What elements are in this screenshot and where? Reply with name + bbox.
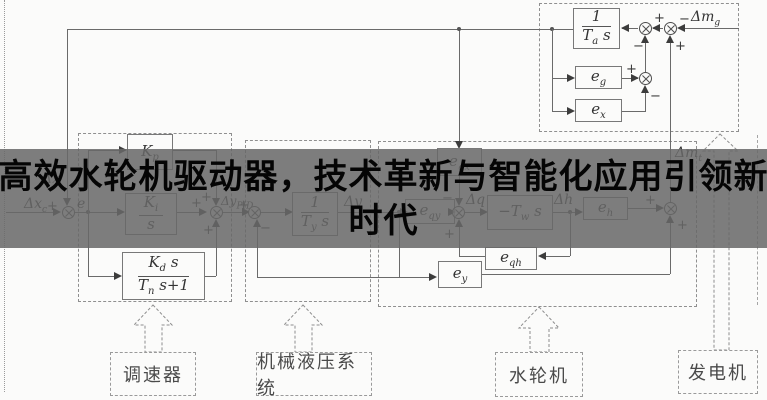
branch-dot xyxy=(457,27,461,31)
wire xyxy=(552,78,567,79)
generator-section-frame xyxy=(539,3,739,132)
wire xyxy=(216,226,217,276)
plus-sign: + xyxy=(675,39,686,54)
wire xyxy=(622,78,638,79)
wire xyxy=(257,226,258,277)
wire xyxy=(482,274,670,275)
wire xyxy=(685,28,739,29)
plate-text: 调速器 xyxy=(123,365,183,385)
wire xyxy=(622,28,638,29)
minus-sign: − xyxy=(650,89,661,104)
ex-block: ex xyxy=(575,99,622,122)
wire xyxy=(88,276,115,277)
wire xyxy=(645,89,646,111)
wire xyxy=(257,277,433,278)
wire xyxy=(459,256,485,257)
arrowhead xyxy=(455,141,463,149)
summing-junction xyxy=(664,22,677,35)
title-banner: 高效水轮机驱动器，技术革新与智能化应用引领新 时代 xyxy=(0,149,767,248)
eqh-block: eqh xyxy=(485,247,537,270)
minus-sign: − xyxy=(679,12,690,27)
arrowhead xyxy=(567,74,575,82)
arrowhead xyxy=(677,24,685,32)
up-arrow-icon xyxy=(282,304,324,353)
arrowhead xyxy=(538,252,546,260)
eg-block: eg xyxy=(575,66,622,89)
arrowhead xyxy=(641,85,649,93)
wire xyxy=(670,222,671,274)
wire xyxy=(552,29,553,111)
up-arrow-icon xyxy=(517,306,561,353)
plus-sign: + xyxy=(654,11,665,26)
turbine-plate: 水轮机 xyxy=(495,352,583,397)
ey-block: ey xyxy=(438,261,482,288)
arrowhead xyxy=(621,24,629,32)
wire xyxy=(205,276,216,277)
arrowhead xyxy=(666,35,674,43)
wire xyxy=(622,111,646,112)
arrowhead xyxy=(114,272,122,280)
up-arrow-icon xyxy=(132,304,174,353)
governor-plate: 调速器 xyxy=(110,352,196,396)
generator-plate: 发电机 xyxy=(678,350,758,394)
arrowhead xyxy=(652,24,660,32)
plus-sign: + xyxy=(626,62,637,77)
block-text: ex xyxy=(591,100,606,121)
load-disturbance-label: Δmg xyxy=(691,9,721,28)
summing-junction xyxy=(639,72,652,85)
wire xyxy=(67,29,573,30)
summing-junction xyxy=(639,22,652,35)
banner-title-line1: 高效水轮机驱动器，技术革新与智能化应用引领新 xyxy=(0,157,767,196)
wire xyxy=(545,256,570,257)
block-text: eg xyxy=(590,67,607,88)
wire xyxy=(67,29,68,199)
arrowhead xyxy=(631,74,639,82)
plate-text: 发电机 xyxy=(688,363,748,383)
wire xyxy=(552,111,567,112)
wire xyxy=(459,29,460,141)
plate-text: 机械液压系统 xyxy=(257,352,357,398)
plate-text: 水轮机 xyxy=(509,365,569,386)
block-text: eqh xyxy=(500,248,522,269)
block-text: ey xyxy=(452,264,468,285)
wire xyxy=(645,41,646,72)
hydraulic-plate: 机械液压系统 xyxy=(256,352,372,398)
arrowhead xyxy=(567,107,575,115)
minus-sign: − xyxy=(633,39,644,54)
banner-title-line2: 时代 xyxy=(348,201,419,240)
wire xyxy=(670,42,671,202)
arrowhead xyxy=(429,273,437,281)
arrowhead xyxy=(641,35,649,43)
